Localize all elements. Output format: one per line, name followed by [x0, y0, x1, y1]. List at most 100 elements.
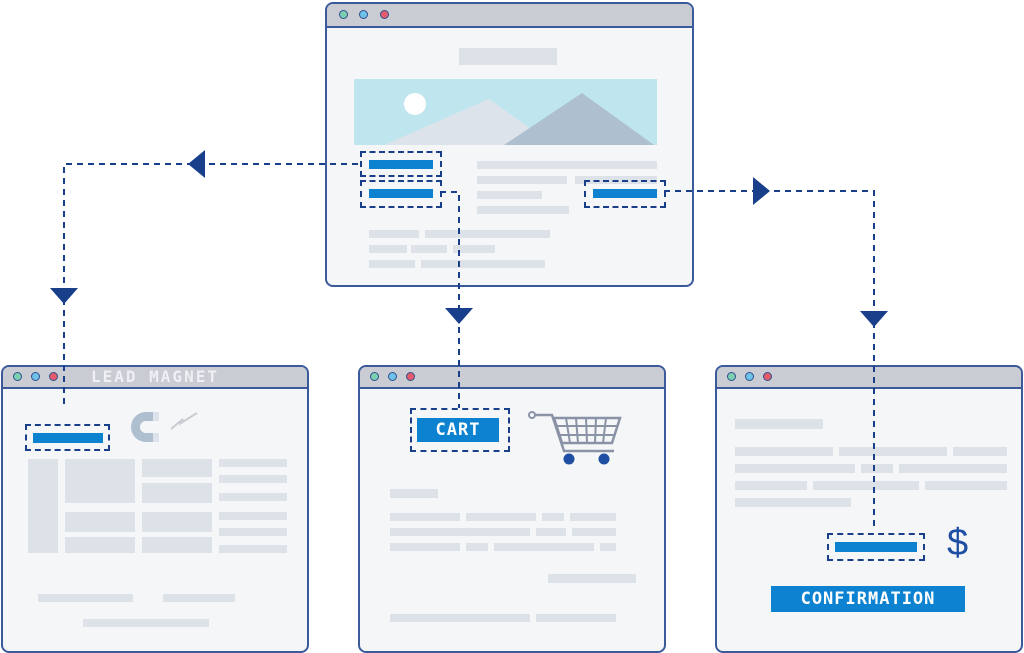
text-line [494, 543, 594, 551]
sidebar-placeholder [28, 459, 58, 553]
confirmation-window: $ CONFIRMATION [715, 365, 1023, 653]
text-line [477, 206, 569, 214]
text-line [839, 447, 947, 456]
magnet-icon [131, 412, 159, 442]
text-line [219, 545, 287, 553]
arrowhead-down-confirmation [860, 311, 888, 327]
window-dot-green[interactable] [370, 372, 379, 381]
arrowhead-left [188, 150, 205, 178]
text-line [421, 260, 545, 268]
text-line [572, 528, 616, 536]
arrowhead-right [753, 177, 770, 205]
block-placeholder [142, 483, 212, 503]
text-line [369, 260, 415, 268]
text-line [390, 513, 460, 521]
lead-cta-highlight [25, 424, 110, 451]
confirm-button-highlight [827, 533, 925, 561]
text-line [453, 245, 495, 253]
text-line [369, 230, 419, 238]
cart-label[interactable]: CART [417, 418, 499, 442]
text-line [735, 481, 807, 490]
link-checkout[interactable] [593, 189, 657, 198]
text-line [570, 513, 616, 521]
window-titlebar [360, 367, 664, 389]
window-dot-red[interactable] [406, 372, 415, 381]
text-line [477, 161, 657, 169]
text-line [925, 481, 1007, 490]
block-placeholder [142, 512, 212, 532]
text-line [536, 614, 616, 622]
dollar-icon: $ [947, 522, 969, 564]
image-placeholder [65, 512, 135, 532]
text-line [953, 447, 1007, 456]
landscape-image-icon [354, 79, 657, 145]
image-placeholder [65, 537, 135, 553]
page-title-placeholder [459, 48, 557, 65]
window-dot-green[interactable] [727, 372, 736, 381]
arrow-path-cart [440, 191, 460, 408]
checkout-link-highlight [584, 180, 666, 208]
confirmation-label: CONFIRMATION [771, 586, 965, 612]
confirm-purchase-button[interactable] [835, 542, 917, 552]
link-cart[interactable] [369, 189, 433, 198]
text-line [219, 512, 287, 520]
window-dot-red[interactable] [763, 372, 772, 381]
window-dot-green[interactable] [13, 372, 22, 381]
window-dot-blue[interactable] [359, 10, 368, 19]
window-titlebar [717, 367, 1021, 389]
window-titlebar: LEAD MAGNET [3, 367, 307, 389]
text-line [83, 619, 209, 627]
text-line [600, 543, 616, 551]
window-dot-blue[interactable] [745, 372, 754, 381]
main-page-window [325, 2, 694, 287]
cart-label-highlight [410, 408, 510, 452]
lead-link-highlight [360, 151, 442, 177]
text-line [735, 419, 823, 429]
text-line [899, 464, 1007, 473]
text-line [466, 543, 488, 551]
text-line [861, 464, 893, 473]
text-line [735, 447, 833, 456]
text-line [369, 245, 407, 253]
arrow-path-lead-magnet [63, 163, 358, 408]
window-dot-green[interactable] [339, 10, 348, 19]
block-placeholder [142, 459, 212, 477]
cart-window: CART [358, 365, 666, 653]
shopping-cart-icon[interactable] [528, 407, 624, 469]
cart-link-highlight [360, 180, 442, 208]
text-line [390, 543, 460, 551]
link-lead-magnet[interactable] [369, 160, 433, 169]
text-line [477, 191, 542, 199]
text-line [219, 528, 287, 536]
text-line [390, 489, 438, 498]
window-dot-red[interactable] [380, 10, 389, 19]
lead-magnet-title: LEAD MAGNET [91, 367, 219, 386]
text-line [466, 513, 536, 521]
arrow-path-confirmation [664, 190, 875, 531]
arrowhead-down-cart [445, 308, 473, 324]
text-line [390, 528, 530, 536]
block-placeholder [142, 537, 212, 553]
window-dot-blue[interactable] [388, 372, 397, 381]
text-line [163, 594, 235, 602]
text-line [735, 498, 851, 507]
text-line [536, 528, 566, 536]
text-line [219, 459, 287, 467]
lead-magnet-window: LEAD MAGNET [1, 365, 309, 653]
text-line [735, 464, 855, 473]
text-line [390, 614, 530, 622]
window-titlebar [327, 4, 692, 28]
text-line [425, 230, 550, 238]
text-line [813, 481, 919, 490]
window-dot-red[interactable] [49, 372, 58, 381]
text-line [548, 574, 636, 583]
text-line [38, 594, 133, 602]
text-line [219, 493, 287, 501]
lead-magnet-cta[interactable] [33, 433, 103, 443]
lightning-icon [170, 412, 198, 430]
image-placeholder [65, 459, 135, 503]
text-line [542, 513, 564, 521]
window-dot-blue[interactable] [31, 372, 40, 381]
text-line [477, 176, 567, 184]
